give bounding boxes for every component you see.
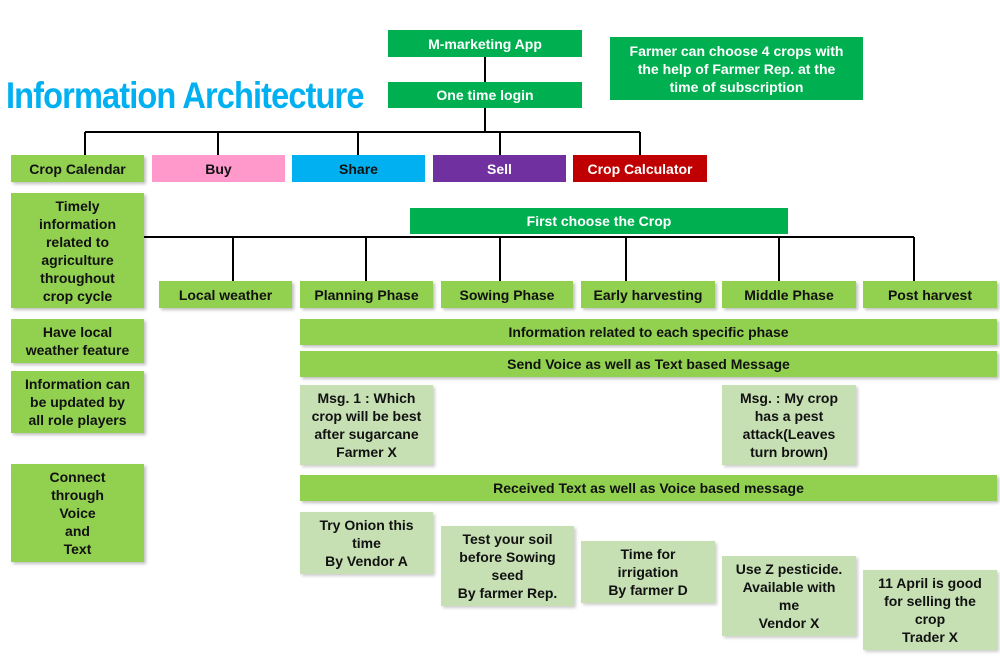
message-msg2: Msg. : My crop has a pest attack(Leaves … <box>722 385 856 465</box>
phase-planning: Planning Phase <box>300 281 433 308</box>
bar-info-phase: Information related to each specific pha… <box>300 319 997 345</box>
choose-crop-box: First choose the Crop <box>410 208 788 234</box>
phase-local-weather: Local weather <box>159 281 292 308</box>
reply-onion: Try Onion this time By Vendor A <box>300 512 433 574</box>
nav-share: Share <box>292 155 425 182</box>
message-msg1: Msg. 1 : Which crop will be best after s… <box>300 385 433 465</box>
app-name-box: M-marketing App <box>388 30 582 57</box>
reply-pesticide: Use Z pesticide. Available with me Vendo… <box>722 556 856 636</box>
bar-send-message: Send Voice as well as Text based Message <box>300 351 997 377</box>
nav-buy: Buy <box>152 155 285 182</box>
phase-sowing: Sowing Phase <box>441 281 573 308</box>
bar-received-message: Received Text as well as Voice based mes… <box>300 475 997 501</box>
feature-timely-info: Timely information related to agricultur… <box>11 193 144 308</box>
feature-connect-voice-text: Connect through Voice and Text <box>11 464 144 562</box>
subscription-note-box: Farmer can choose 4 crops with the help … <box>610 37 863 100</box>
nav-crop-calendar: Crop Calendar <box>11 155 144 182</box>
feature-local-weather: Have local weather feature <box>11 319 144 363</box>
phase-middle: Middle Phase <box>722 281 856 308</box>
login-box: One time login <box>388 82 582 108</box>
phase-post-harvest: Post harvest <box>863 281 997 308</box>
nav-sell: Sell <box>433 155 566 182</box>
feature-updated-by-role-players: Information can be updated by all role p… <box>11 371 144 433</box>
page-title: Information Architecture <box>6 75 364 116</box>
reply-irrigation: Time for irrigation By farmer D <box>581 541 715 603</box>
phase-early-harvesting: Early harvesting <box>581 281 715 308</box>
nav-crop-calculator: Crop Calculator <box>573 155 707 182</box>
reply-april: 11 April is good for selling the crop Tr… <box>863 570 997 650</box>
reply-test-soil: Test your soil before Sowing seed By far… <box>441 526 574 606</box>
